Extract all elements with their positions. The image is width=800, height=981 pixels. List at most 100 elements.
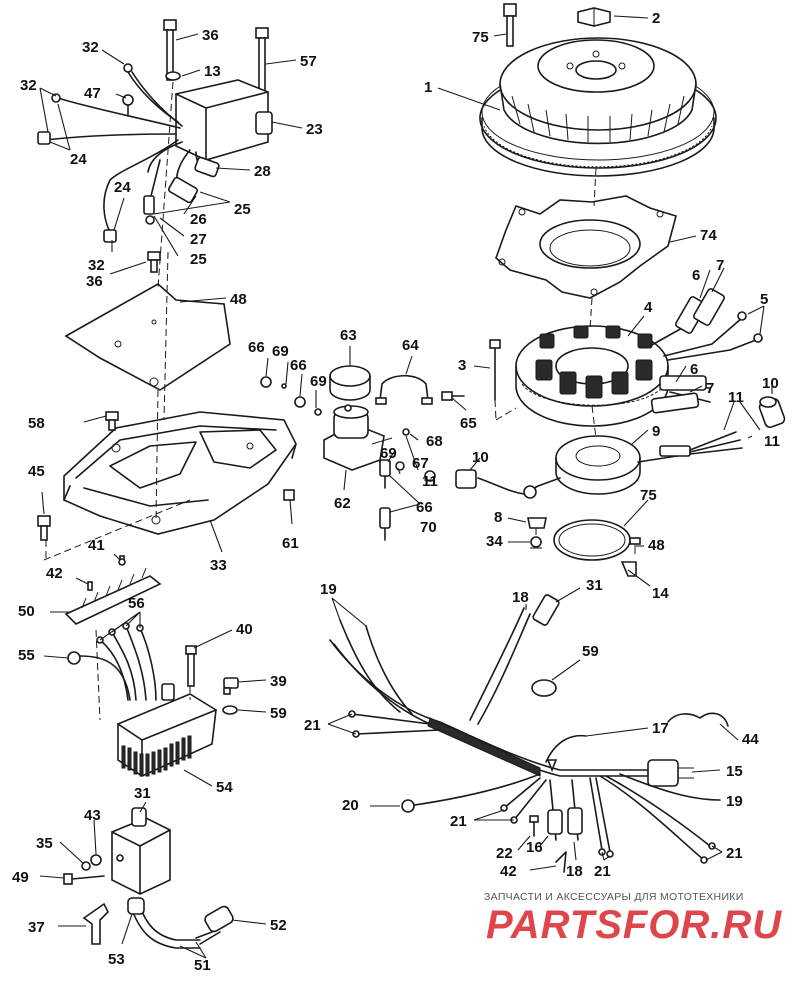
callout-54: 52 — [270, 917, 287, 934]
callout-51: 49 — [12, 869, 29, 886]
callout-69: 67 — [412, 455, 429, 472]
stator — [515, 325, 669, 427]
callout-31a: 32 — [20, 77, 37, 94]
callout-11c: 11 — [422, 473, 438, 490]
washer — [165, 71, 181, 81]
callout-68c: 66 — [416, 499, 433, 516]
callout-20: 20 — [342, 797, 359, 814]
callout-64: 62 — [334, 495, 351, 512]
harness-clips — [529, 815, 567, 873]
callout-55: 53 — [108, 951, 125, 968]
screw-38 — [147, 251, 161, 273]
module-connectors — [143, 149, 220, 225]
wiring-harness — [329, 594, 721, 864]
callout-30: 32 — [82, 39, 99, 56]
timer-base-coil — [523, 431, 743, 499]
electrical-bracket — [63, 411, 297, 535]
flywheel-nut — [577, 7, 611, 27]
callout-35: 36 — [202, 27, 219, 44]
callout-68a: 66 — [248, 339, 265, 356]
callout-9: 9 — [652, 423, 660, 440]
rectifier-hardware — [118, 558, 239, 715]
ignition-coil — [111, 807, 171, 895]
watermark-brand: PARTSFOR.RU — [486, 903, 782, 947]
flywheel — [479, 37, 717, 177]
callout-40: 42 — [500, 863, 517, 880]
alignment-lines — [43, 81, 597, 721]
callout-59: 57 — [300, 53, 317, 70]
callout-71a: 69 — [272, 343, 289, 360]
callout-56: 54 — [216, 779, 233, 796]
callout-38: 36 — [86, 273, 103, 290]
callout-45: 43 — [84, 807, 101, 824]
callout-5: 5 — [760, 291, 768, 308]
terminal-strip — [64, 555, 162, 625]
screw-47 — [37, 515, 51, 541]
callout-11a: 11 — [728, 389, 744, 406]
mounting-plate — [64, 283, 231, 391]
callout-21a: 21 — [304, 717, 321, 734]
callout-53: 51 — [194, 957, 211, 974]
callout-18a: 18 — [512, 589, 529, 606]
callout-52: 50 — [18, 603, 35, 620]
callout-34: 33 — [210, 557, 227, 574]
callout-65: 63 — [340, 327, 357, 344]
callout-32: 31 — [134, 785, 151, 802]
callout-33: 31 — [586, 577, 603, 594]
callout-24: 23 — [306, 121, 323, 138]
callout-71c: 69 — [380, 445, 397, 462]
callout-3: 3 — [458, 357, 466, 374]
callout-2: 2 — [652, 10, 660, 27]
callout-16: 16 — [526, 839, 543, 856]
callout-57: 55 — [18, 647, 35, 664]
callout-74: 75 — [472, 29, 489, 46]
callout-19a: 19 — [320, 581, 337, 598]
callout-26a: 25 — [234, 201, 251, 218]
callout-6a: 6 — [692, 267, 700, 284]
callout-25b: 24 — [114, 179, 131, 196]
callout-25a: 24 — [70, 151, 87, 168]
starter-solenoid — [323, 404, 393, 471]
solenoid-hardware — [260, 365, 465, 541]
tie-strap — [531, 679, 557, 697]
callout-60: 58 — [28, 415, 45, 432]
harness-clamp — [667, 712, 729, 727]
callout-31b: 32 — [88, 257, 105, 274]
connector-plug — [455, 396, 786, 495]
callout-4: 4 — [644, 299, 653, 316]
callout-73: 74 — [700, 227, 717, 244]
callout-42: 40 — [236, 621, 253, 638]
callout-44: 42 — [46, 565, 63, 582]
callout-49: 47 — [84, 85, 101, 102]
callout-29: 28 — [254, 163, 271, 180]
rectifier — [117, 683, 217, 777]
stator-mounting-ring — [495, 195, 677, 299]
callout-8: 8 — [494, 509, 502, 526]
callout-21b: 21 — [450, 813, 467, 830]
callout-61: 59 — [270, 705, 287, 722]
callout-23: 22 — [496, 845, 513, 862]
callout-50: 48 — [230, 291, 247, 308]
callout-43: 41 — [88, 537, 105, 554]
callout-70: 68 — [426, 433, 443, 450]
callout-75: 75 — [640, 487, 657, 504]
stator-leads — [649, 288, 763, 414]
callout-28: 27 — [190, 231, 207, 248]
callout-6b: 6 — [690, 361, 698, 378]
callout-15: 15 — [726, 763, 743, 780]
callout-58: 56 — [128, 595, 145, 612]
callout-63: 61 — [282, 535, 299, 552]
callout-10a: 10 — [762, 375, 779, 392]
callout-47: 45 — [28, 463, 45, 480]
callout-21c: 21 — [594, 863, 611, 880]
callout-numbers: 1 2 75 74 4 6 7 5 6 7 3 11 11 10 9 10 11… — [12, 10, 780, 974]
callout-36: 34 — [486, 533, 503, 550]
ignition-module — [175, 79, 273, 161]
callout-66: 64 — [402, 337, 419, 354]
callout-39: 37 — [28, 919, 45, 936]
callout-71b: 69 — [310, 373, 327, 390]
callout-26b: 25 — [190, 251, 207, 268]
callout-19b: 19 — [726, 793, 743, 810]
spark-plug-boots — [127, 897, 234, 949]
